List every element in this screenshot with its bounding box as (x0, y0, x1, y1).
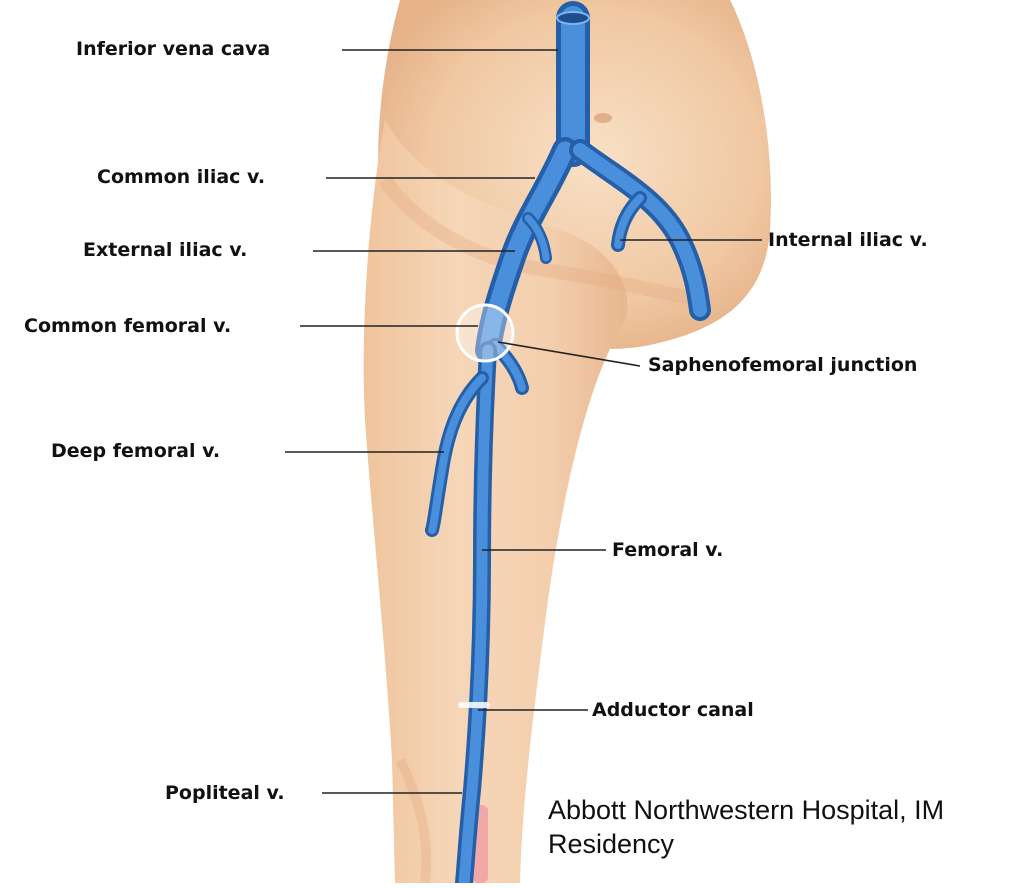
label-adductor-canal: Adductor canal (592, 699, 754, 721)
label-common-femoral: Common femoral v. (24, 315, 231, 337)
label-external-iliac: External iliac v. (83, 239, 247, 261)
label-inferior-vena-cava: Inferior vena cava (76, 38, 270, 60)
label-popliteal: Popliteal v. (165, 782, 285, 804)
label-saphenofemoral-junction: Saphenofemoral junction (648, 354, 917, 376)
adductor-canal-band (458, 702, 490, 708)
credit-line-1: Abbott Northwestern Hospital, IM (548, 793, 944, 827)
ivc-opening (557, 12, 589, 24)
label-femoral: Femoral v. (612, 539, 723, 561)
label-common-iliac: Common iliac v. (97, 166, 265, 188)
credit-line-2: Residency (548, 827, 944, 861)
saphenofemoral-highlight (457, 305, 513, 361)
credit-caption: Abbott Northwestern Hospital, IM Residen… (548, 793, 944, 861)
label-internal-iliac: Internal iliac v. (768, 229, 928, 251)
label-deep-femoral: Deep femoral v. (51, 440, 220, 462)
navel-mark (594, 113, 612, 123)
